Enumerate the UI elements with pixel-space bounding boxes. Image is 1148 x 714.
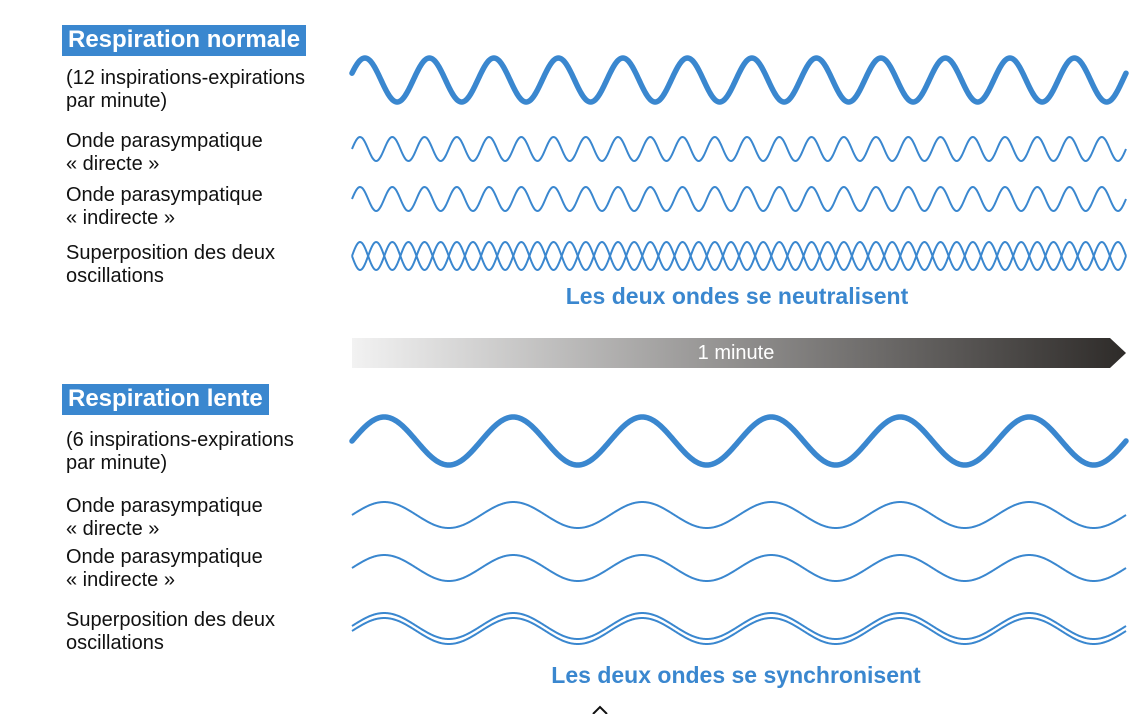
caption-neutralisent: Les deux ondes se neutralisent	[565, 283, 909, 309]
wave-slow-sum-b	[351, 617, 1127, 645]
wave-normal-sum-b	[351, 240, 1127, 272]
wave-slow-indirect	[351, 554, 1127, 582]
label-slow-rate: (6 inspirations-expirations par minute)	[66, 429, 294, 474]
wave-slow-sum-a	[351, 612, 1127, 640]
time-axis-label: 1 minute	[697, 342, 775, 364]
time-arrow	[352, 338, 1126, 368]
title-respiration-normale: Respiration normale	[62, 25, 307, 56]
label-normal-rate: (12 inspirations-expirations par minute)	[66, 67, 306, 112]
wave-slow-direct	[351, 501, 1127, 529]
caption-synchronisent: Les deux ondes se synchronisent	[551, 662, 921, 688]
wave-normal-breathing	[349, 55, 1129, 105]
label-slow-direct: Onde parasympatique « directe »	[66, 495, 263, 540]
wave-normal-indirect	[351, 185, 1127, 213]
bottom-arrow-tip	[592, 705, 608, 714]
label-normal-direct: Onde parasympatique « directe »	[66, 130, 263, 175]
wave-slow-breathing	[349, 414, 1129, 468]
label-slow-sum: Superposition des deux oscillations	[66, 609, 276, 654]
label-normal-indirect: Onde parasympatique « indirecte »	[66, 184, 263, 229]
label-slow-indirect: Onde parasympatique « indirecte »	[66, 546, 263, 591]
title-respiration-lente: Respiration lente	[62, 384, 269, 415]
wave-normal-direct	[351, 135, 1127, 163]
label-normal-sum: Superposition des deux oscillations	[66, 242, 276, 287]
